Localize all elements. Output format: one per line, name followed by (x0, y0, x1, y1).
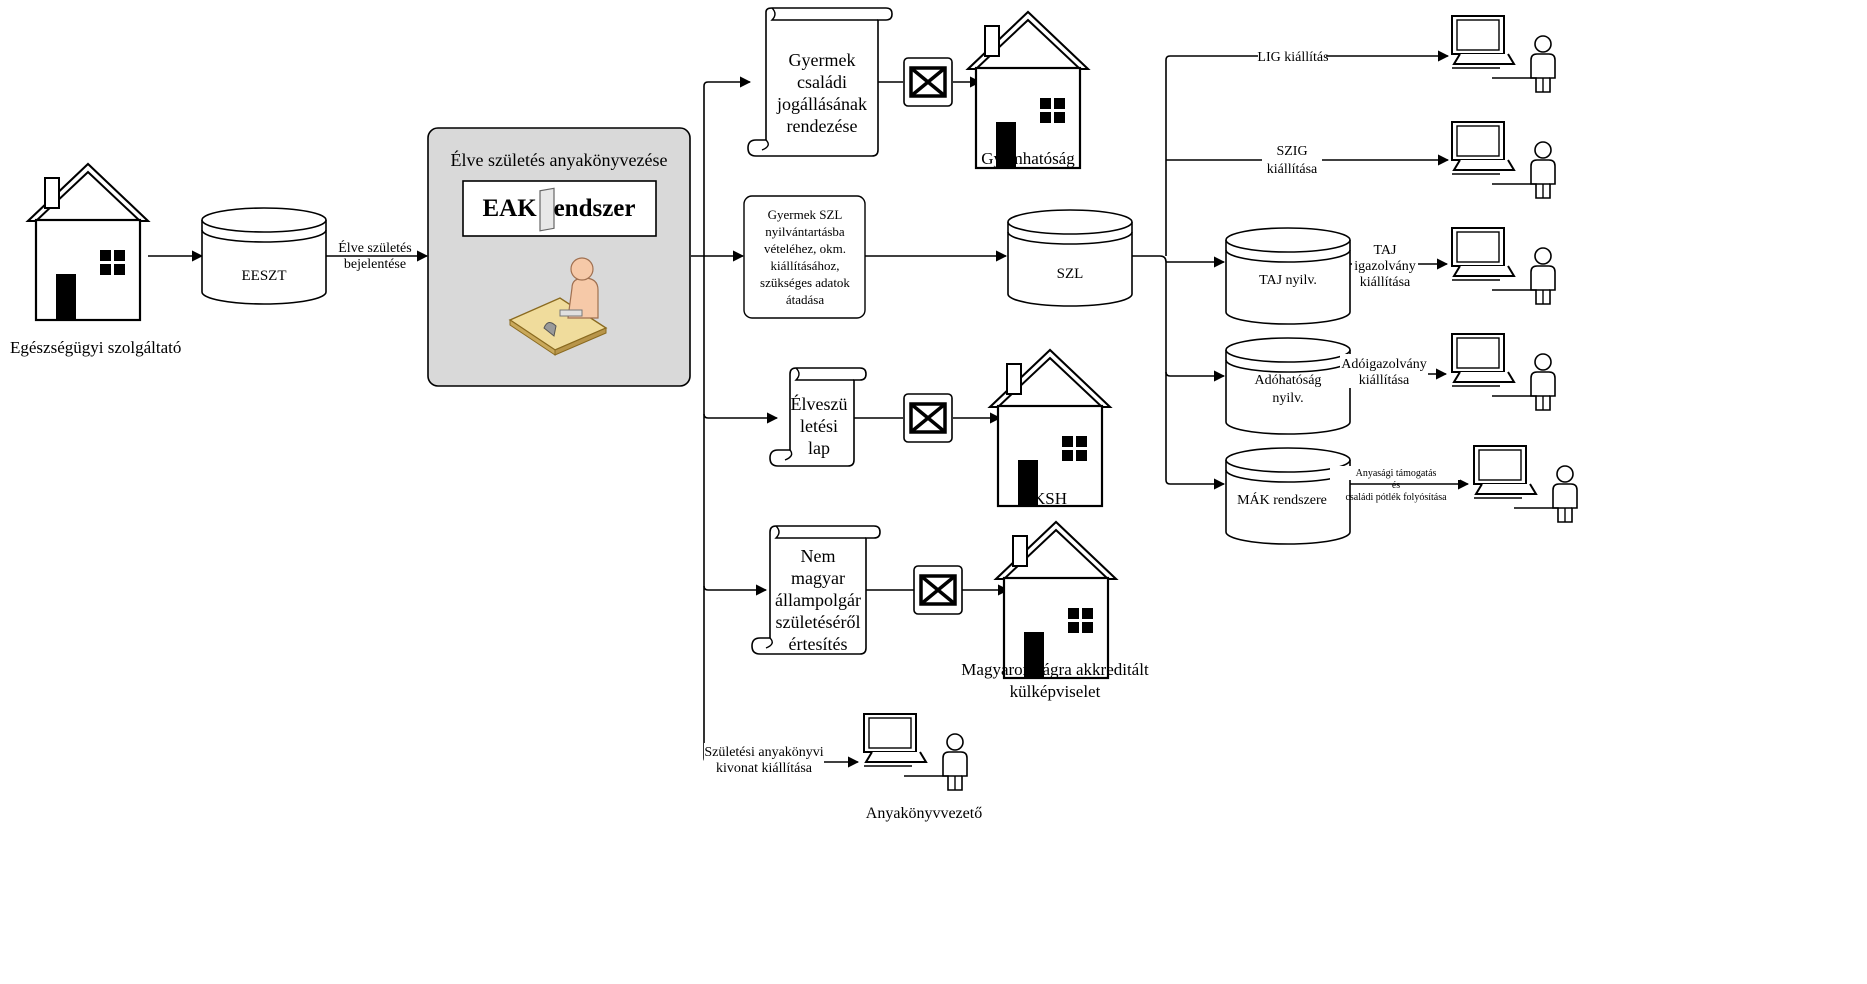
doc-non-hungarian-line-1: Nem (801, 546, 836, 566)
taj-issue-line-1: TAJ (1374, 243, 1398, 258)
house-icon (994, 520, 1118, 680)
tax-db-line-1: Adóhatóság (1255, 373, 1322, 388)
computer-user-icon (1451, 227, 1556, 305)
computer-user-icon (1451, 15, 1556, 93)
doc-live-birth-line-1: Élveszü (791, 393, 848, 414)
envelope-icon (902, 56, 954, 108)
birth-certificate-bg (704, 743, 824, 773)
scroll-icon (769, 367, 867, 467)
desk-clerk-icon (508, 187, 608, 356)
doc-non-hungarian-line-4: születéséről (776, 612, 861, 632)
house-icon (966, 10, 1090, 170)
doc-family-status-line-2: családi (797, 72, 847, 92)
mak-issue-line-1: Anyasági támogatás (1356, 468, 1437, 479)
taj-db-label: TAJ nyilv. (1259, 273, 1317, 288)
lig-bg (1258, 48, 1326, 64)
taj-issue-line-3: kiállítása (1360, 275, 1411, 290)
envelope-icon (902, 392, 954, 444)
doc-non-hungarian-line-2: magyar (791, 568, 845, 588)
szl-transfer-line-3: vételéhez, okm. (764, 241, 846, 256)
foreign-mission-line-2: külképviselet (1010, 682, 1101, 701)
doc-live-birth-line-2: letési (800, 416, 838, 436)
foreign-mission-line-1: Magyarországra akkreditált (961, 660, 1149, 679)
taj-issue-bg (1352, 240, 1418, 290)
registrar-label: Anyakönyvvezető (866, 805, 982, 822)
eak-box-title: Élve születés anyakönyvezése (451, 149, 668, 170)
tax-issue-bg (1340, 354, 1428, 388)
taj-issue-line-2: igazolvány (1354, 259, 1415, 274)
doc-non-hungarian-line-5: értesítés (789, 634, 848, 654)
database-icon (201, 207, 327, 305)
szl-transfer-line-1: Gyermek SZL (768, 207, 843, 222)
eeszt-label: EESZT (242, 268, 287, 284)
computer-user-icon (1473, 445, 1578, 523)
doc-non-hungarian-line-3: állampolgár (775, 590, 861, 610)
doc-family-status-line-1: Gyermek (789, 50, 856, 70)
szl-label: SZL (1057, 266, 1084, 282)
birth-report-line-1: Élve születés (338, 239, 411, 256)
eak-system-box (462, 180, 657, 237)
tax-db-line-2: nyilv. (1272, 391, 1303, 406)
house-icon (26, 162, 150, 322)
doc-live-birth-line-3: lap (808, 438, 830, 458)
computer-user-icon (1451, 333, 1556, 411)
szl-transfer-line-4: kiállításához, (771, 258, 840, 273)
mak-issue-line-2: és (1392, 480, 1400, 491)
house-icon (988, 348, 1112, 508)
envelope-icon (912, 564, 964, 616)
szig-line-2: kiállítása (1267, 162, 1318, 177)
szl-transfer-line-6: átadása (786, 292, 824, 307)
birth-certificate-line-1: Születési anyakönyvi (704, 745, 823, 760)
guardianship-label: Gyámhatóság (981, 149, 1075, 168)
szl-transfer-line-5: szükséges adatok (760, 275, 850, 290)
szig-line-1: SZIG (1276, 144, 1307, 159)
eak-system-label: EAK rendszer (483, 195, 636, 222)
mak-db-label: MÁK rendszere (1237, 491, 1327, 508)
szl-transfer-line-2: nyilvántartásba (765, 224, 845, 239)
doc-family-status-line-4: rendezése (787, 116, 858, 136)
tax-issue-line-1: Adóigazolvány (1341, 357, 1427, 372)
lig-label: LIG kiállítás (1257, 50, 1328, 65)
birth-certificate-line-2: kivonat kiállítása (716, 761, 813, 776)
health-provider-label: Egészségügyi szolgáltató (10, 338, 181, 357)
computer-user-icon (863, 713, 968, 791)
szl-transfer-box (743, 195, 866, 319)
tax-issue-line-2: kiállítása (1359, 373, 1410, 388)
doc-family-status-line-3: jogállásának (776, 94, 867, 114)
mak-issue-line-3: családi pótlék folyósítása (1345, 492, 1447, 503)
ksh-label: KSH (1033, 489, 1067, 508)
computer-user-icon (1451, 121, 1556, 199)
szig-bg (1262, 140, 1322, 176)
mak-issue-bg (1330, 466, 1460, 480)
database-icon (1007, 209, 1133, 307)
scroll-icon (751, 525, 881, 655)
birth-report-line-2: bejelentése (344, 257, 406, 272)
scroll-icon (747, 7, 893, 157)
